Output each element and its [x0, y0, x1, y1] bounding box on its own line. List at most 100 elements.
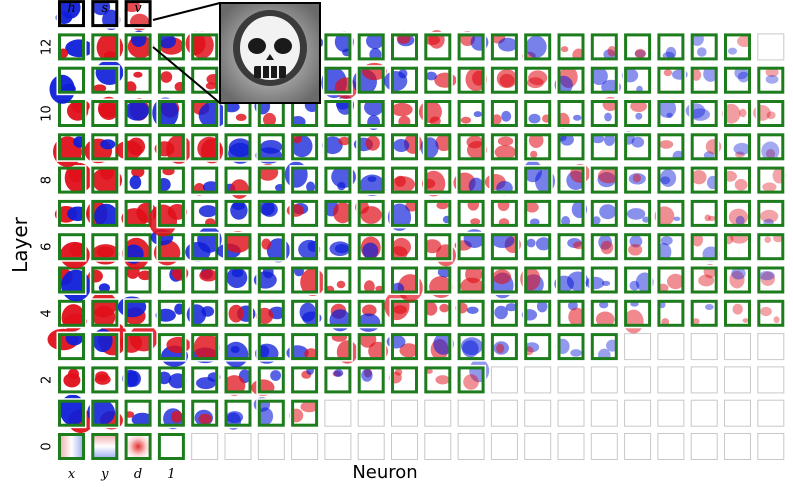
neuron-cell	[289, 98, 320, 129]
output-label: v	[134, 1, 142, 16]
empty-cell	[357, 433, 385, 460]
neuron-cell	[384, 291, 420, 329]
neuron-cell	[422, 30, 453, 62]
neuron-cell	[356, 331, 388, 362]
neuron-cell	[489, 265, 520, 299]
neuron-cell	[422, 165, 453, 197]
neuron-cell	[251, 364, 287, 396]
neuron-cell	[689, 65, 720, 96]
neuron-cell	[89, 0, 121, 31]
neuron-cell	[84, 131, 120, 164]
input-label: d	[134, 467, 142, 482]
neuron-cell	[655, 298, 686, 329]
neuron-cell	[622, 198, 653, 229]
neuron-cell	[356, 231, 387, 262]
neuron-cell	[117, 296, 154, 329]
neuron-cell	[755, 231, 786, 262]
neuron-cell	[123, 0, 154, 31]
neuron-cell	[689, 31, 720, 62]
neuron-cell	[155, 298, 187, 329]
neuron-cell	[86, 198, 120, 229]
empty-cell	[657, 433, 685, 460]
neuron-cell	[255, 331, 287, 364]
neuron-cell	[223, 198, 253, 229]
neuron-cell	[589, 298, 620, 329]
empty-cell	[590, 399, 618, 427]
neuron-cell	[456, 131, 487, 162]
neuron-cell	[356, 98, 387, 131]
empty-cell	[624, 433, 652, 460]
neuron-cell	[322, 95, 354, 129]
neuron-cell	[722, 265, 753, 295]
empty-cell	[557, 433, 585, 460]
neuron-cell	[256, 198, 287, 229]
neuron-cell	[755, 165, 787, 196]
neuron-cell	[654, 198, 686, 229]
neuron-cell	[120, 324, 158, 362]
neuron-cell	[456, 198, 487, 229]
neuron-cell	[185, 31, 220, 62]
neuron-cell	[388, 364, 420, 395]
neuron-cell	[622, 165, 653, 196]
neuron-cell	[156, 331, 191, 367]
neuron-cell	[521, 298, 553, 329]
empty-cell	[657, 366, 685, 394]
neuron-cell	[389, 265, 423, 302]
neuron-cell	[123, 97, 154, 129]
empty-cell	[524, 399, 552, 427]
neuron-cell	[755, 65, 786, 96]
output-inset	[152, 2, 321, 104]
neuron-cell	[189, 331, 220, 364]
neuron-cell	[456, 358, 490, 395]
neuron-cell	[689, 198, 720, 229]
empty-cell	[291, 433, 319, 460]
y-tick-label: 4	[40, 309, 55, 317]
neuron-cell	[186, 298, 220, 329]
neuron-cell	[389, 98, 420, 129]
neuron-cell	[115, 131, 154, 162]
neuron-cell	[56, 31, 93, 62]
neuron-cell	[121, 198, 157, 229]
empty-cell	[590, 433, 618, 460]
neuron-cell	[289, 131, 320, 162]
neuron-cell	[189, 398, 220, 429]
neuron-cell	[322, 364, 353, 395]
neuron-cell	[256, 164, 287, 196]
neuron-cell	[621, 65, 653, 96]
neuron-cell	[156, 265, 189, 295]
neuron-cell	[56, 265, 92, 302]
empty-cell	[690, 399, 718, 427]
empty-cell	[590, 366, 618, 394]
input-label: 1	[167, 467, 175, 482]
neuron-cell	[755, 265, 786, 295]
empty-cell	[457, 399, 485, 427]
neuron-cell	[54, 198, 89, 229]
neuron-cell	[755, 131, 786, 162]
x-axis-label: Neuron	[352, 462, 417, 483]
neuron-cell	[322, 131, 353, 162]
neuron-cell	[589, 131, 620, 162]
neuron-cell	[89, 291, 120, 329]
output-label: h	[67, 1, 75, 16]
neuron-cell	[189, 98, 227, 129]
neuron-cell	[91, 433, 119, 460]
neuron-cell	[422, 265, 454, 298]
neuron-cell	[185, 226, 222, 262]
neuron-cell	[655, 98, 686, 129]
empty-cell	[624, 333, 652, 361]
neuron-cell	[223, 298, 256, 329]
neuron-cell	[122, 364, 154, 395]
neuron-cell	[589, 198, 620, 229]
neuron-cell	[355, 198, 387, 229]
neuron-cell	[189, 198, 220, 229]
neuron-cell	[456, 331, 487, 362]
neuron-cell	[522, 31, 553, 62]
y-tick-label: 10	[40, 105, 55, 122]
neuron-cell	[322, 165, 356, 196]
neuron-cell	[156, 31, 187, 62]
neuron-cell	[89, 364, 120, 395]
neuron-cell	[389, 31, 420, 62]
neuron-cell	[189, 265, 220, 295]
neuron-cell	[322, 331, 358, 364]
